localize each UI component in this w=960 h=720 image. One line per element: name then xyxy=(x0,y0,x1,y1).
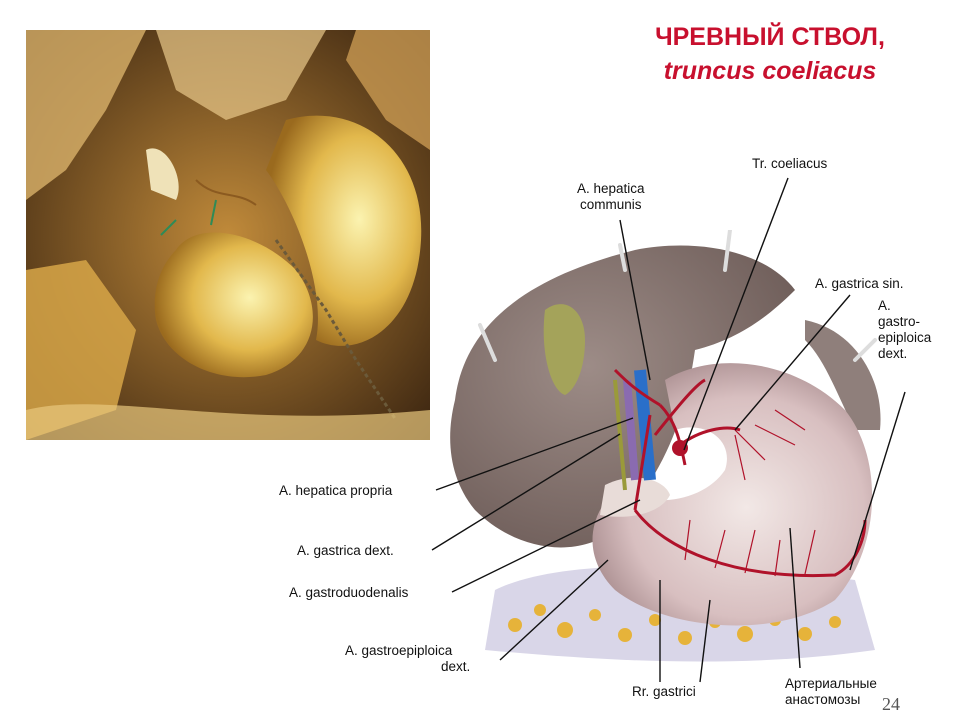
title-latin: truncus coeliacus xyxy=(663,57,877,85)
label-gastroepiploica-dext-left: A. gastroepiploica dext. xyxy=(345,643,470,675)
page-number: 24 xyxy=(882,694,900,714)
label-anastomoses-line2: анастомозы xyxy=(785,692,861,707)
label-anastomoses-line1: Артериальные xyxy=(785,676,877,691)
label-hepatica-propria: A. hepatica propria xyxy=(279,483,393,498)
title-russian: ЧРЕВНЫЙ СТВОЛ, xyxy=(655,23,885,51)
label-gastroepiploica-dext-right: A. gastro- epiploica dext. xyxy=(878,298,931,362)
label-gep-left-line2: dext. xyxy=(441,659,471,674)
label-gep-right-line4: dext. xyxy=(878,346,908,361)
label-hepatica-communis: A. hepatica communis xyxy=(577,181,645,213)
label-gastrica-sin: A. gastrica sin. xyxy=(815,276,904,291)
label-tr-coeliacus: Tr. coeliacus xyxy=(752,156,828,171)
celiac-trunk-illustration xyxy=(450,230,881,662)
label-arterial-anastomoses: Артериальные анастомозы xyxy=(785,676,877,708)
label-gep-left-line1: A. gastroepiploica xyxy=(345,643,453,658)
label-hepatica-communis-line1: A. hepatica xyxy=(577,181,645,196)
label-rr-gastrici: Rr. gastrici xyxy=(632,684,696,699)
label-hepatica-communis-line2: communis xyxy=(580,197,642,212)
label-gastrica-dext: A. gastrica dext. xyxy=(297,543,394,558)
label-gastroduodenalis: A. gastroduodenalis xyxy=(289,585,409,600)
label-gep-right-line1: A. xyxy=(878,298,891,313)
label-gep-right-line2: gastro- xyxy=(878,314,921,329)
dissection-photo xyxy=(26,30,430,440)
label-gep-right-line3: epiploica xyxy=(878,330,932,345)
